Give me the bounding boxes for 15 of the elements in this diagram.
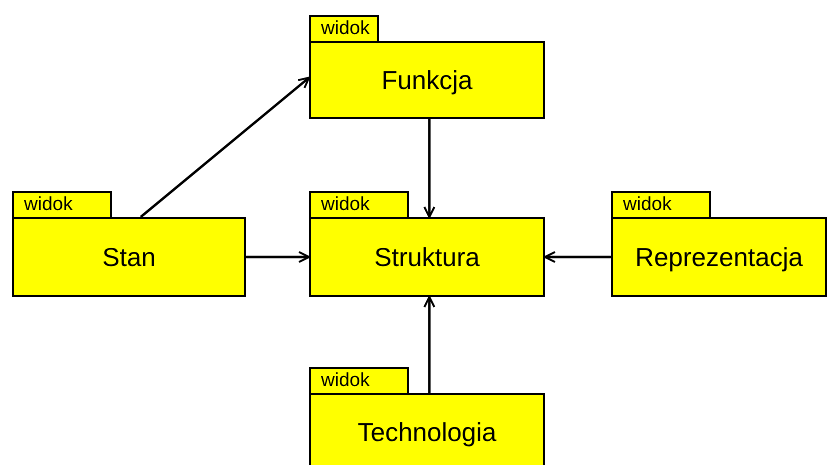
- arrow: [544, 251, 611, 263]
- arrow: [140, 76, 310, 218]
- package-box: Struktura: [309, 217, 545, 297]
- package-tab: widok: [12, 191, 112, 219]
- package-tab: widok: [309, 15, 379, 43]
- arrow: [423, 296, 436, 393]
- package-box: Funkcja: [309, 41, 545, 119]
- package-tab: widok: [611, 191, 711, 219]
- arrow: [246, 251, 310, 263]
- package-box: Technologia: [309, 393, 545, 465]
- package-tab: widok: [309, 367, 409, 395]
- package-box: Reprezentacja: [611, 217, 827, 297]
- arrow: [423, 119, 436, 218]
- package-tab: widok: [309, 191, 409, 219]
- package-box: Stan: [12, 217, 246, 297]
